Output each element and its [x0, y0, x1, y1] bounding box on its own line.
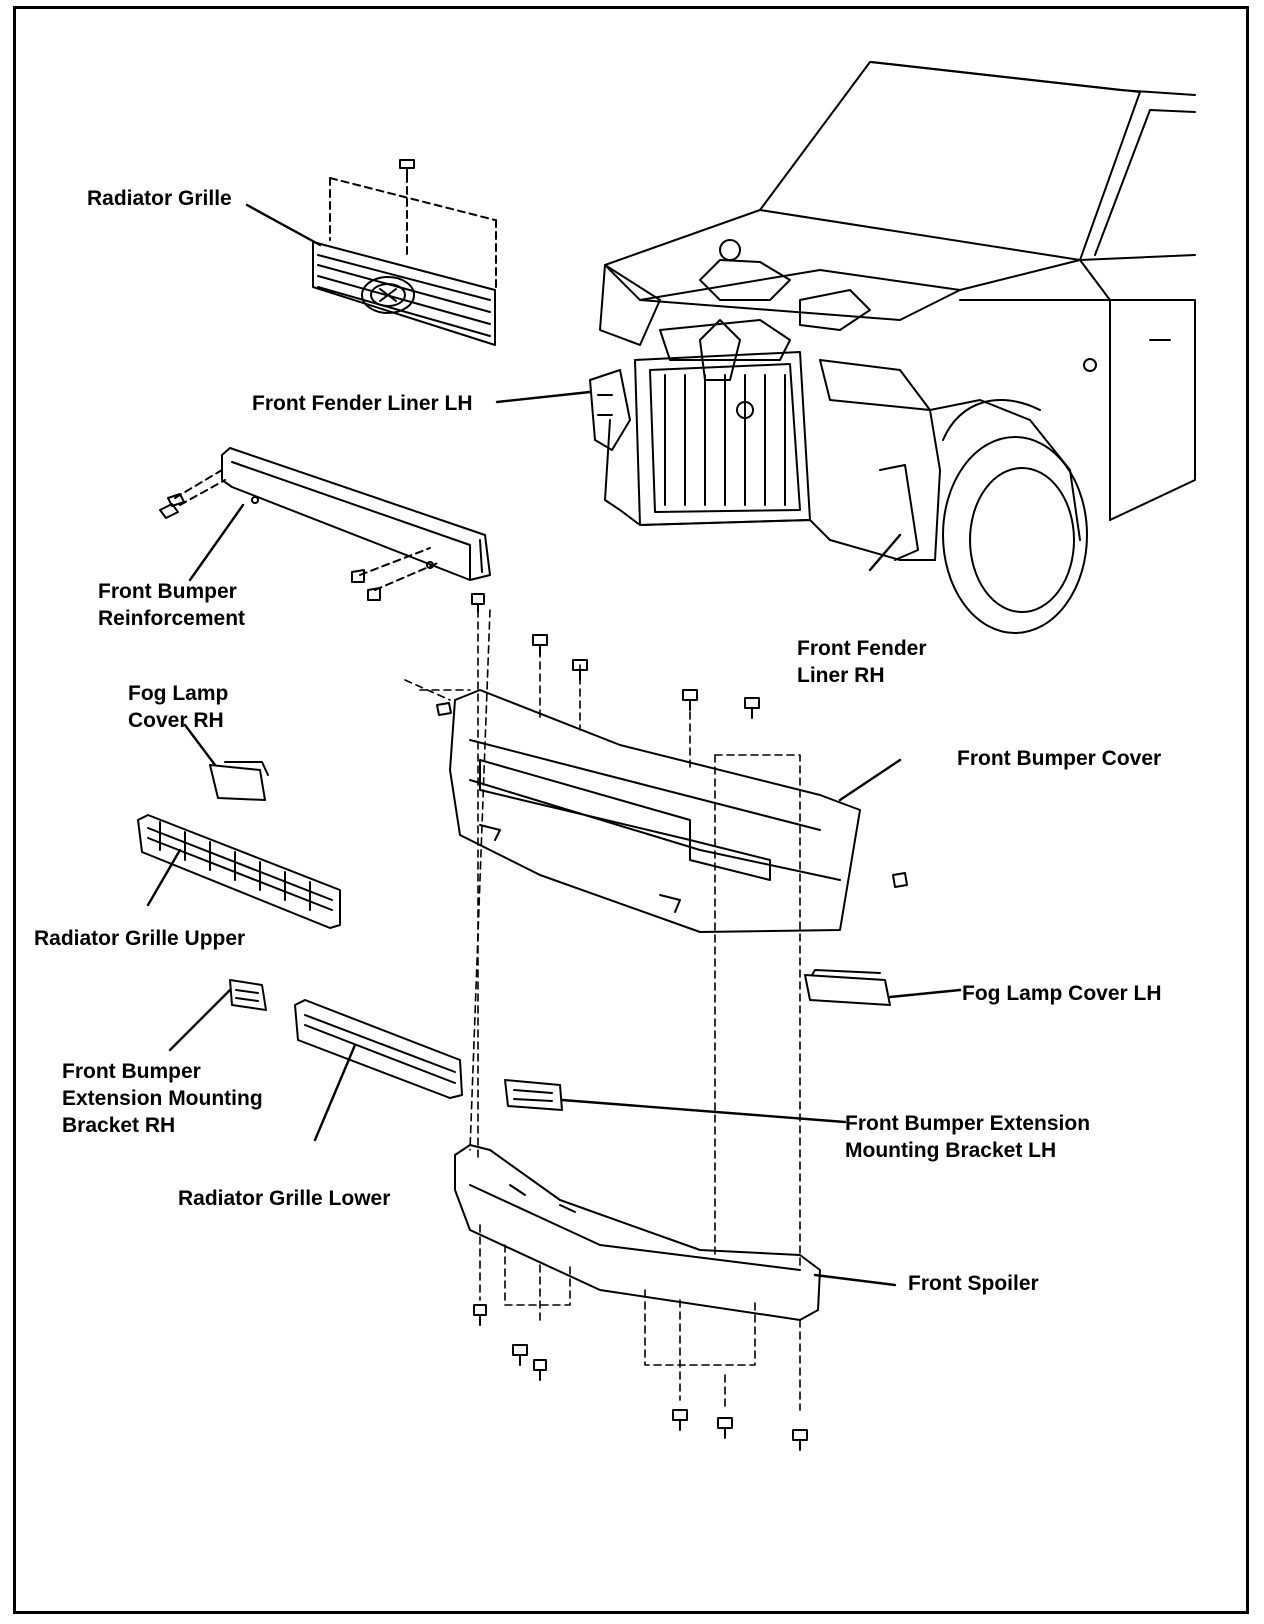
vehicle-front-illustration — [589, 61, 1196, 634]
label-fog-lamp-cover-rh: Fog Lamp Cover RH — [128, 682, 229, 732]
label-fog-lamp-cover-lh: Fog Lamp Cover LH — [962, 982, 1162, 1005]
label-ext-bracket-rh: Front Bumper Extension Mounting Bracket … — [62, 1060, 263, 1137]
bolts — [436, 593, 908, 1451]
leader-lines — [146, 203, 962, 1287]
radiator-grille-part — [312, 159, 497, 346]
label-front-spoiler: Front Spoiler — [908, 1272, 1039, 1295]
radiator-grille-lower-part — [294, 999, 463, 1099]
ext-bracket-rh-part — [229, 979, 267, 1011]
diagram-frame — [13, 6, 1249, 1614]
label-front-fender-liner-rh: Front Fender Liner RH — [797, 637, 927, 687]
front-bumper-reinforcement-part — [159, 447, 491, 601]
label-front-fender-liner-lh: Front Fender Liner LH — [252, 392, 473, 415]
radiator-grille-upper-part — [137, 814, 341, 929]
ext-bracket-lh-part — [504, 1079, 563, 1111]
front-bumper-cover-part — [449, 689, 861, 933]
label-front-bumper-cover: Front Bumper Cover — [957, 747, 1162, 770]
label-front-bumper-reinforcement: Front Bumper Reinforcement — [98, 580, 246, 630]
fog-lamp-cover-lh-part — [804, 969, 891, 1006]
fog-lamp-cover-rh-part — [209, 761, 269, 801]
alignment-lines — [404, 609, 801, 1411]
label-ext-bracket-lh: Front Bumper Extension Mounting Bracket … — [845, 1112, 1091, 1162]
label-radiator-grille-upper: Radiator Grille Upper — [34, 927, 246, 950]
label-radiator-grille-lower: Radiator Grille Lower — [178, 1187, 391, 1210]
front-spoiler-part — [454, 1144, 821, 1321]
label-radiator-grille: Radiator Grille — [87, 187, 232, 210]
